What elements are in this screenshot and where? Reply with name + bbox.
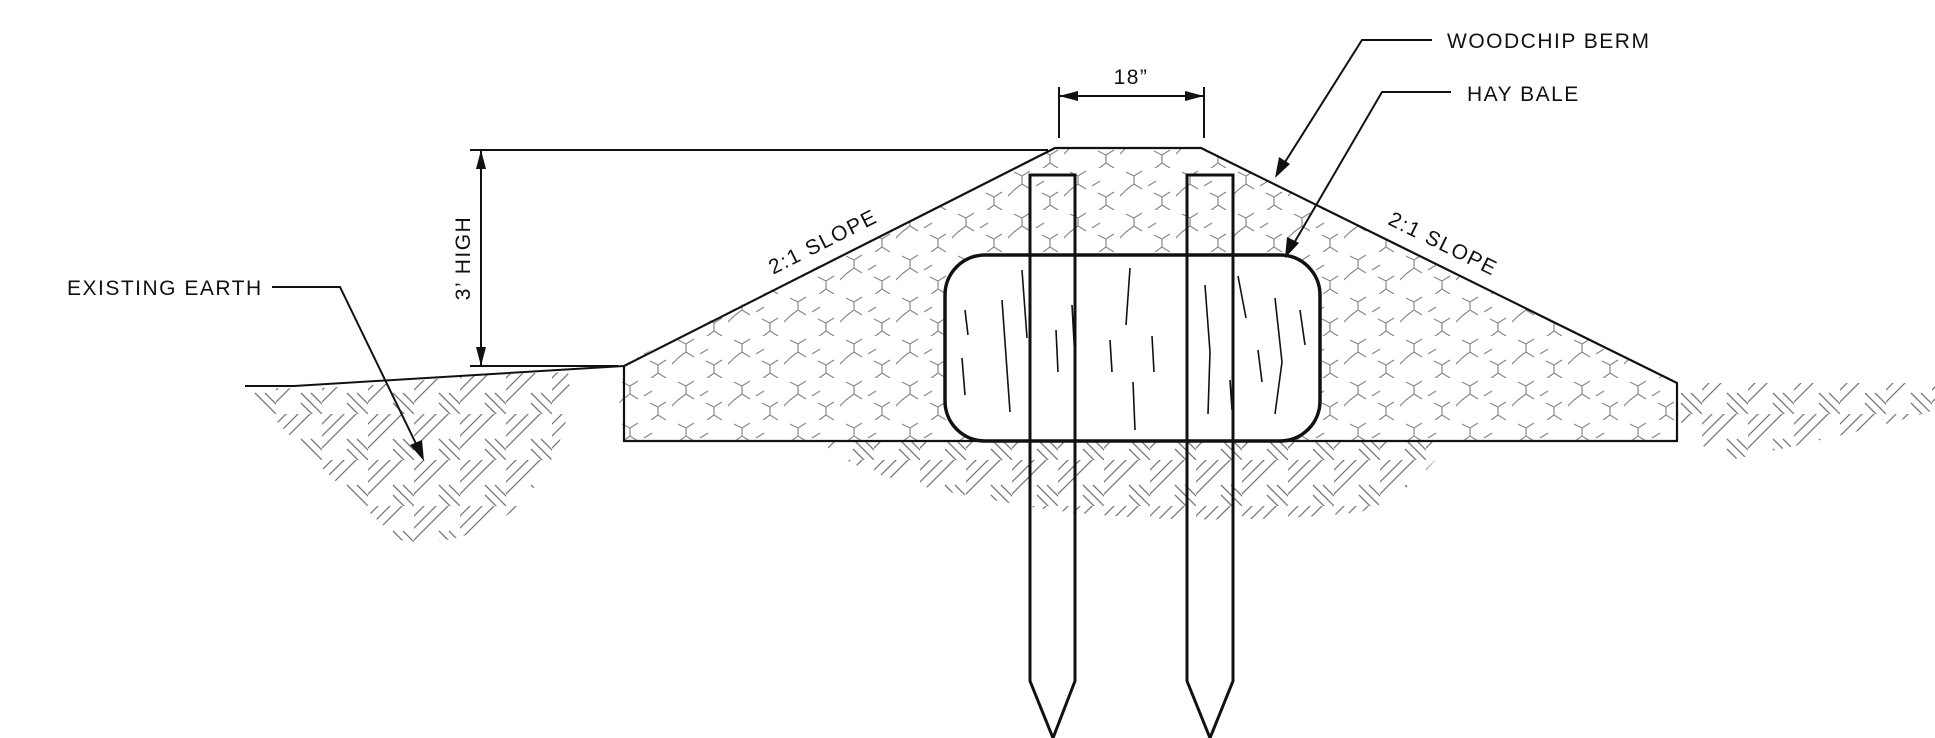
hay-bale	[943, 253, 1322, 443]
width-dimension	[1058, 87, 1205, 138]
wooden-stake-left	[1028, 173, 1077, 738]
hay-bale-label: HAY BALE	[1467, 83, 1580, 106]
existing-earth-label: EXISTING EARTH	[67, 277, 263, 300]
existing-earth-hatch-right	[1677, 383, 1935, 460]
height-dimension	[470, 149, 1048, 367]
wooden-stake-right	[1185, 173, 1235, 738]
height-dimension-label: 3’ HIGH	[452, 216, 475, 300]
existing-ground-line	[245, 365, 625, 387]
existing-earth-hatch-under-berm	[820, 441, 1450, 520]
woodchip-berm-leader	[1275, 39, 1432, 178]
woodchip-berm-label: WOODCHIP BERM	[1447, 30, 1650, 53]
existing-earth-leader	[272, 286, 424, 461]
hay-strands	[961, 267, 1306, 431]
woodchip-berm-outline	[622, 146, 1679, 443]
stake-hidden-edges	[1028, 255, 1235, 441]
width-dimension-label: 18”	[1114, 66, 1149, 89]
existing-earth-hatch-left	[245, 372, 570, 543]
hay-bale-leader	[1285, 91, 1451, 258]
